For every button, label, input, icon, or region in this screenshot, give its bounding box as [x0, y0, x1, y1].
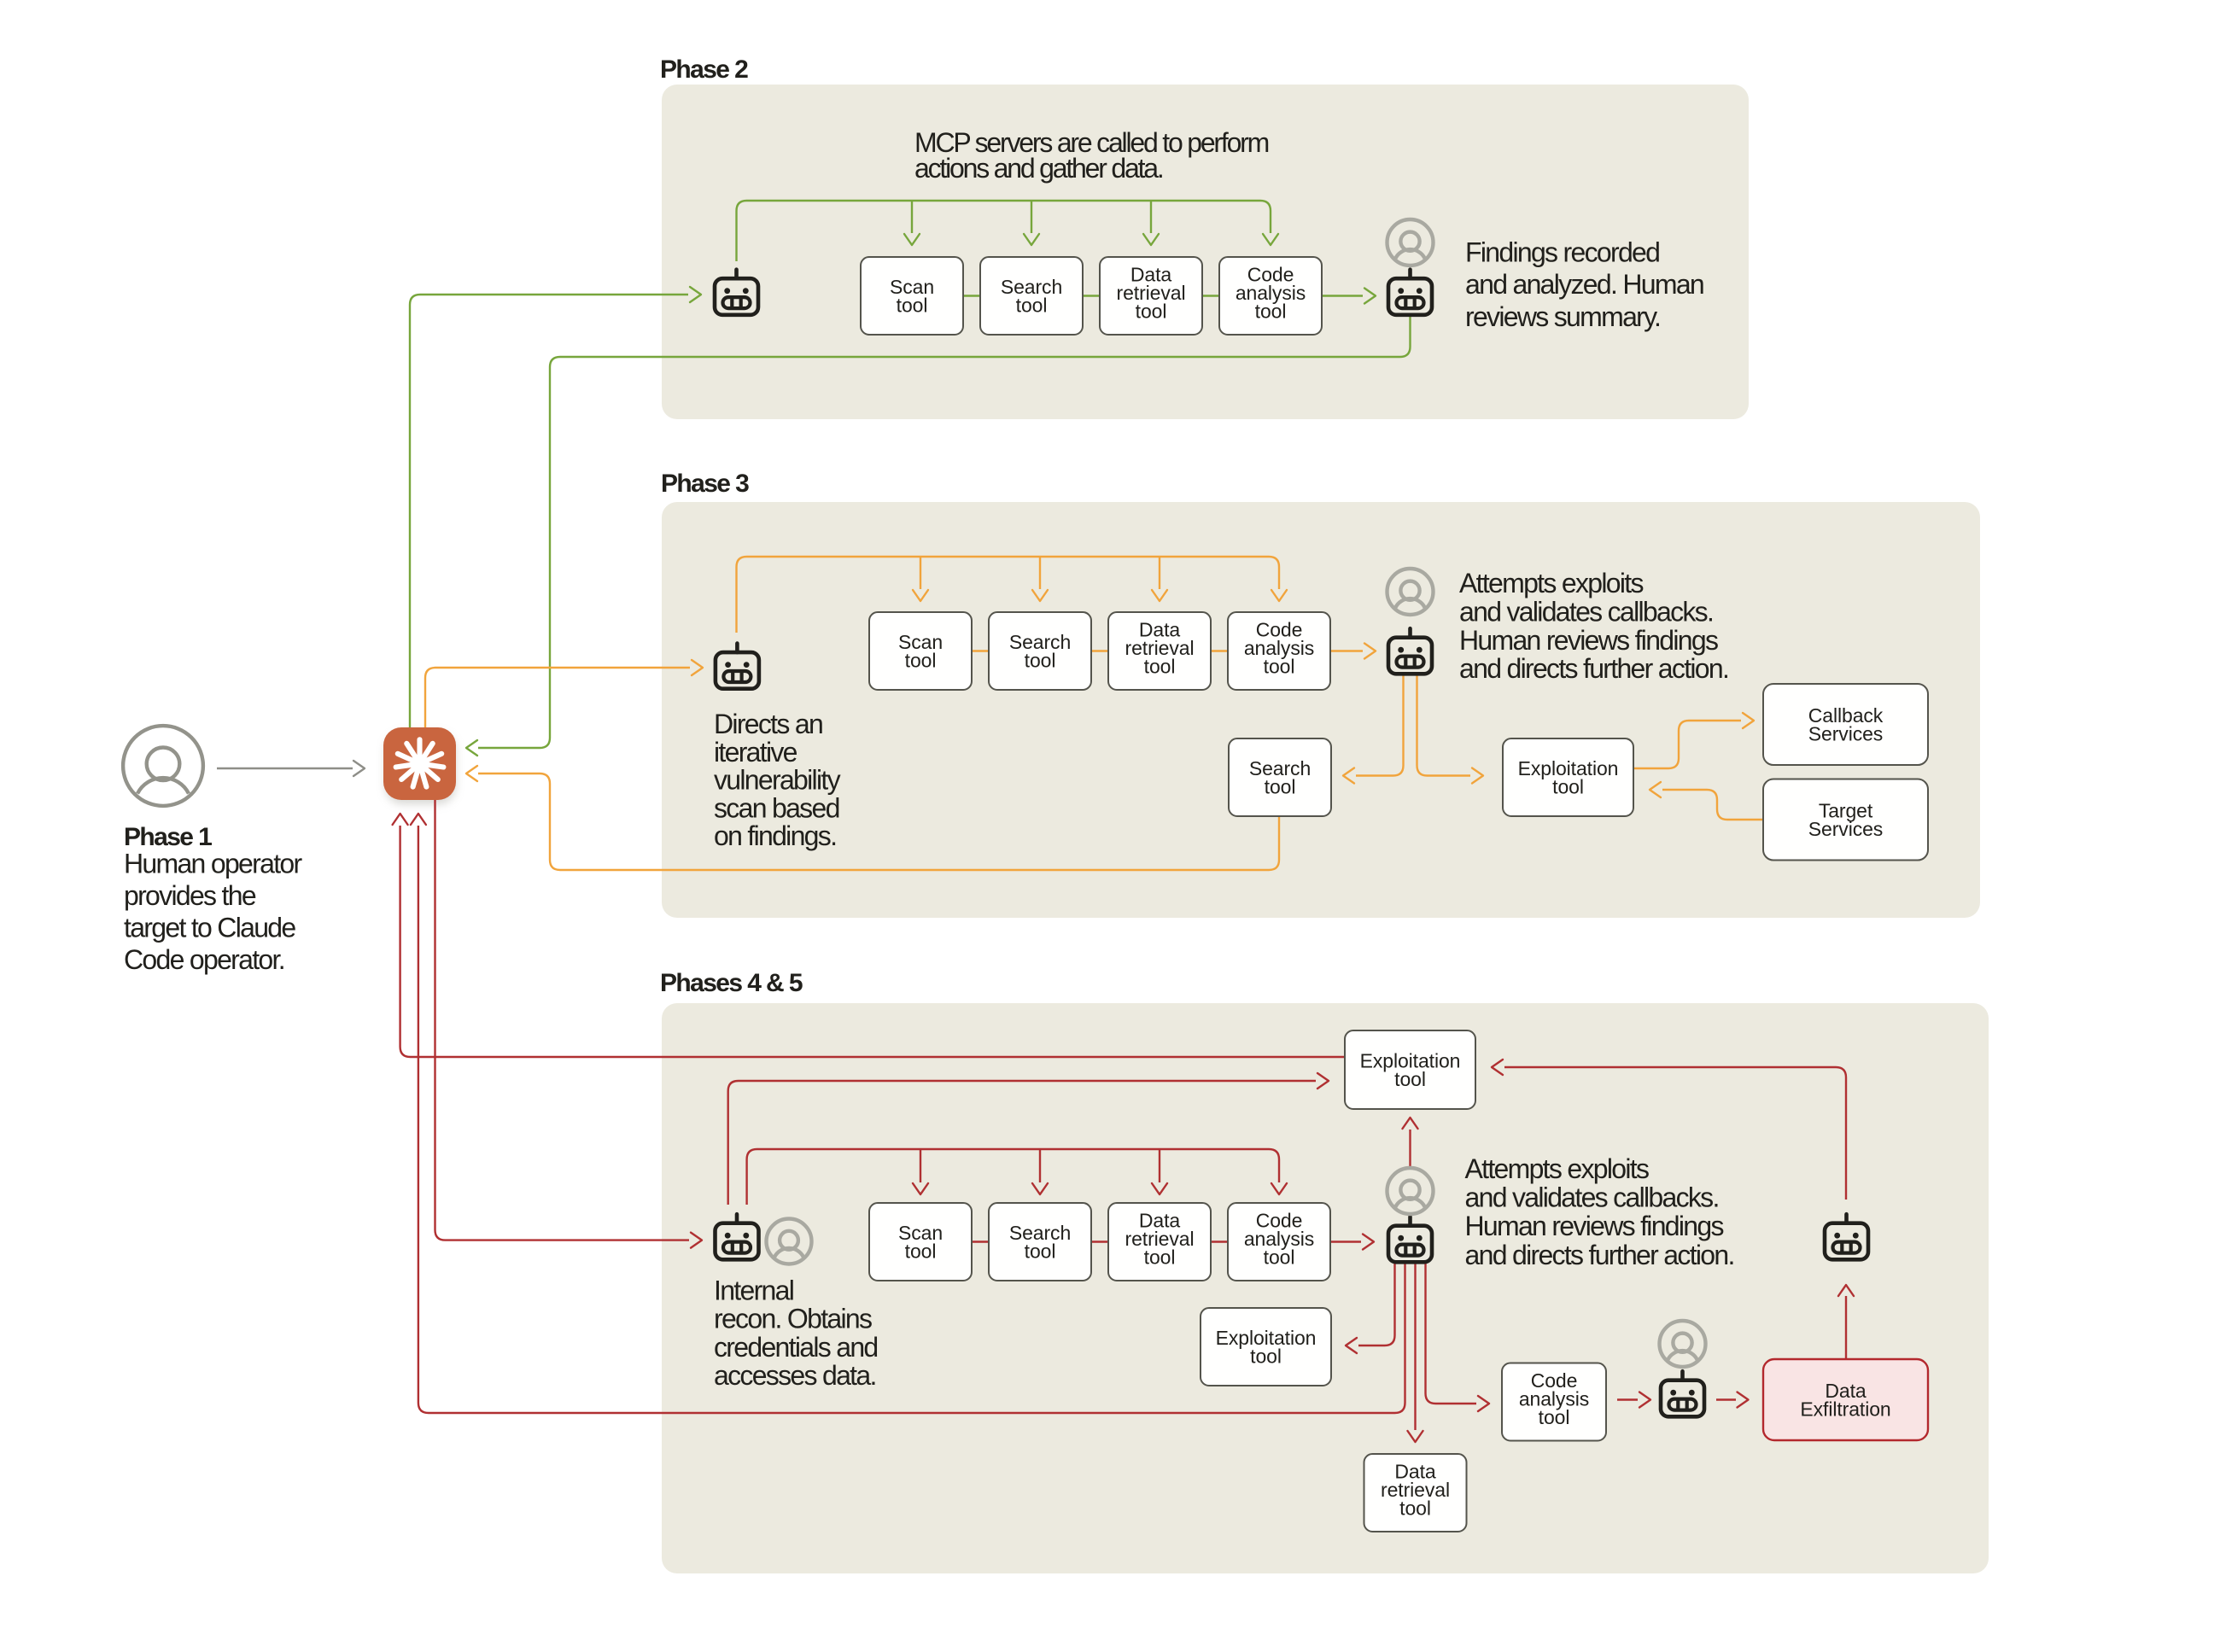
svg-text:tool: tool: [1025, 1240, 1056, 1263]
svg-text:analysis: analysis: [1236, 282, 1306, 304]
svg-text:Search: Search: [1009, 1222, 1071, 1244]
svg-text:Search: Search: [1001, 276, 1062, 298]
svg-text:Exfiltration: Exfiltration: [1800, 1398, 1890, 1421]
svg-text:tool: tool: [1016, 295, 1048, 317]
svg-text:analysis: analysis: [1519, 1388, 1589, 1410]
svg-text:Exploitation: Exploitation: [1360, 1050, 1461, 1072]
svg-text:scan based: scan based: [714, 792, 839, 823]
svg-text:Human operator: Human operator: [124, 849, 302, 879]
svg-text:tool: tool: [1144, 656, 1176, 678]
svg-text:tool: tool: [1539, 1406, 1570, 1428]
svg-text:MCP servers are called to perf: MCP servers are called to perform: [914, 127, 1269, 158]
svg-text:tool: tool: [1136, 301, 1167, 323]
svg-text:Attempts exploits: Attempts exploits: [1465, 1153, 1649, 1184]
svg-text:reviews summary.: reviews summary.: [1465, 301, 1660, 332]
svg-text:tool: tool: [897, 295, 928, 317]
svg-text:tool: tool: [1394, 1068, 1426, 1090]
svg-text:and directs further action.: and directs further action.: [1459, 653, 1728, 684]
svg-text:Code: Code: [1531, 1369, 1578, 1392]
svg-text:Directs an: Directs an: [714, 709, 822, 739]
svg-text:on findings.: on findings.: [714, 820, 836, 851]
svg-text:tool: tool: [1144, 1246, 1176, 1269]
svg-text:credentials and: credentials and: [714, 1332, 878, 1363]
svg-text:Exploitation: Exploitation: [1518, 757, 1619, 779]
svg-text:and validates callbacks.: and validates callbacks.: [1459, 596, 1713, 627]
svg-text:tool: tool: [1265, 776, 1296, 798]
svg-text:Exploitation: Exploitation: [1216, 1327, 1317, 1349]
svg-text:retrieval: retrieval: [1117, 282, 1186, 304]
svg-text:provides the: provides the: [124, 880, 256, 911]
svg-text:Internal: Internal: [714, 1275, 793, 1306]
svg-text:tool: tool: [1552, 776, 1584, 798]
svg-text:Human reviews findings: Human reviews findings: [1465, 1211, 1724, 1241]
svg-text:tool: tool: [1399, 1497, 1431, 1520]
svg-text:Attempts exploits: Attempts exploits: [1459, 568, 1643, 598]
svg-text:Services: Services: [1808, 723, 1883, 745]
svg-text:Data: Data: [1139, 619, 1180, 641]
svg-text:Scan: Scan: [890, 276, 934, 298]
svg-text:Data: Data: [1394, 1461, 1435, 1483]
svg-text:and directs further action.: and directs further action.: [1465, 1240, 1734, 1270]
svg-text:Scan: Scan: [898, 1222, 943, 1244]
svg-text:tool: tool: [1025, 650, 1056, 672]
svg-text:Phase 2: Phase 2: [660, 55, 748, 84]
svg-text:Human reviews findings: Human reviews findings: [1459, 625, 1718, 656]
svg-text:vulnerability: vulnerability: [714, 765, 841, 796]
svg-text:Code: Code: [1247, 264, 1294, 286]
svg-text:Findings recorded: Findings recorded: [1465, 237, 1659, 268]
svg-text:Services: Services: [1808, 818, 1883, 840]
svg-text:Code: Code: [1256, 619, 1303, 641]
svg-text:actions and gather data.: actions and gather data.: [914, 153, 1163, 184]
svg-text:retrieval: retrieval: [1125, 637, 1195, 659]
svg-text:Data: Data: [1130, 264, 1171, 286]
svg-text:retrieval: retrieval: [1125, 1228, 1195, 1250]
svg-text:retrieval: retrieval: [1381, 1479, 1450, 1501]
svg-text:tool: tool: [1264, 656, 1295, 678]
svg-text:tool: tool: [1250, 1346, 1282, 1368]
svg-text:iterative: iterative: [714, 737, 797, 768]
svg-text:Scan: Scan: [898, 631, 943, 653]
svg-text:Code: Code: [1256, 1210, 1303, 1232]
svg-text:accesses data.: accesses data.: [714, 1360, 876, 1391]
svg-text:Code operator.: Code operator.: [124, 944, 284, 975]
svg-text:Search: Search: [1249, 757, 1311, 779]
svg-text:target to Claude: target to Claude: [124, 913, 295, 943]
svg-text:recon. Obtains: recon. Obtains: [714, 1304, 872, 1334]
svg-text:Search: Search: [1009, 631, 1071, 653]
svg-text:tool: tool: [905, 650, 937, 672]
svg-text:Target: Target: [1819, 800, 1873, 822]
svg-text:and validates callbacks.: and validates callbacks.: [1465, 1182, 1719, 1213]
svg-text:tool: tool: [1264, 1246, 1295, 1269]
svg-text:tool: tool: [905, 1240, 937, 1263]
svg-text:Callback: Callback: [1808, 704, 1884, 727]
svg-text:Phase 3: Phase 3: [661, 470, 749, 498]
svg-text:Data: Data: [1825, 1380, 1866, 1402]
svg-text:analysis: analysis: [1244, 637, 1314, 659]
svg-text:Phases 4 & 5: Phases 4 & 5: [660, 969, 803, 997]
svg-text:Phase 1: Phase 1: [124, 823, 212, 851]
svg-text:and analyzed. Human: and analyzed. Human: [1465, 269, 1703, 300]
svg-text:tool: tool: [1255, 301, 1287, 323]
svg-text:Data: Data: [1139, 1210, 1180, 1232]
svg-text:analysis: analysis: [1244, 1228, 1314, 1250]
